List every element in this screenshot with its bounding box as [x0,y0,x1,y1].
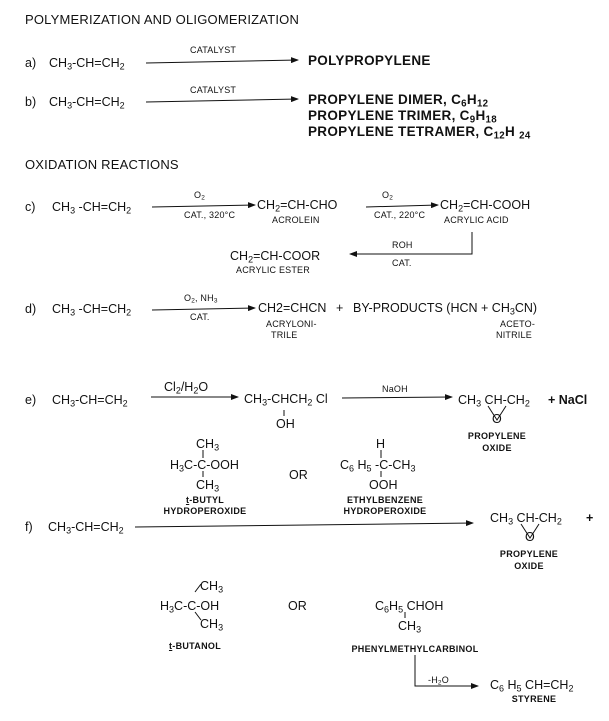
section-oxidation: OXIDATION REACTIONS [25,157,179,172]
acrylonitrile-name-2: TRILE [271,330,298,340]
arrow-c1 [151,202,256,209]
tbhp-bottom: CH3 [196,478,220,494]
label-d: d) [25,302,37,316]
epoxide-e: CH3 CH-CH2 [458,393,530,409]
bond-tbuoh-top [194,583,202,593]
o2-c1: O2 [194,190,206,202]
ebhp-name-2: HYDROPEROXIDE [343,506,427,516]
tbhp-mid: H3C-C-OOH [170,458,239,474]
acrolein-name: ACROLEIN [272,215,320,225]
epoxide-e-oxygen: O [492,412,502,426]
tbuoh-mid: H3C-C-OH [160,599,220,615]
propylene-d: CH3 -CH=CH2 [52,302,132,318]
roh-c3: ROH [392,240,413,250]
arrow-f [134,520,474,528]
propylene-dimer: PROPYLENE DIMER, C6H12 [308,92,489,110]
ebhp-bottom: OOH [369,478,398,492]
arrow-a [145,57,299,64]
label-e: e) [25,393,37,407]
cat-c2: CAT., 220°C [374,210,426,220]
styrene-name: STYRENE [511,694,557,704]
label-c: c) [25,200,36,214]
acrylic-ester-name: ACRYLIC ESTER [236,265,310,275]
acrylonitrile: CH2=CHCN [258,301,327,315]
cat-c3: CAT. [392,258,412,268]
plus-f: + [586,511,594,525]
acrylic-acid-name: ACRYLIC ACID [444,215,509,225]
epoxide-ring-f [520,523,540,539]
acrylic-acid: CH2=CH-COOH [440,198,531,214]
ebhp-mid: C6 H5 -C-CH3 [340,458,416,474]
aceto-name-1: ACETO- [500,319,536,329]
propylene-a: CH3-CH=CH2 [49,56,125,72]
byproducts-d: BY-PRODUCTS (HCN + CH3CN) [353,301,538,317]
cat-d: CAT. [190,312,210,322]
polypropylene: POLYPROPYLENE [308,53,431,68]
tbuoh-bottom: CH3 [200,617,224,633]
chlorohydrin-oh: OH [276,417,295,431]
label-a: a) [25,56,37,70]
propylene-f: CH3-CH=CH2 [48,520,124,536]
propylene-c: CH3 -CH=CH2 [52,200,132,216]
tbuoh-name: t-BUTANOL [168,641,222,651]
propylene-b: CH3-CH=CH2 [49,95,125,111]
epoxide-f: CH3 CH-CH2 [490,511,562,527]
label-f: f) [25,520,33,534]
propylene-oxide-e-2: OXIDE [482,443,512,453]
tbhp-name-1: t-BUTYL [185,495,225,505]
plus-nacl: + NaCl [548,393,588,407]
styrene: C6 H5 CH=CH2 [490,678,574,694]
o2-c2: O2 [382,190,394,202]
pmc-name: PHENYLMETHYLCARBINOL [351,644,479,654]
acrolein: CH2=CH-CHO [257,198,338,214]
propylene-oxide-e-1: PROPYLENE [467,431,527,441]
tbuoh-top: CH3 [200,579,224,595]
arrow-b [145,96,299,103]
arrow-c3 [349,232,473,257]
reagent-e: Cl2/H2O [164,380,209,396]
or-1: OR [289,468,308,482]
label-b: b) [25,95,37,109]
pmc-bottom: CH3 [398,619,422,635]
pmc-mid: C6H5 CHOH [375,599,444,615]
arrow-styrene [414,655,479,689]
reagents-d: O2, NH3 [184,293,218,305]
water-loss: -H2O [428,675,449,687]
propylene-tetramer: PROPYLENE TETRAMER, C12H 24 [308,124,531,142]
aceto-name-2: NITRILE [496,330,532,340]
ebhp-top: H [376,437,386,451]
propylene-e: CH3-CH=CH2 [52,393,128,409]
acrylic-ester: CH2=CH-COOR [230,249,321,265]
ebhp-name-1: ETHYLBENZENE [346,495,424,505]
arrow-c2 [365,202,439,209]
section-polymerization: POLYMERIZATION AND OLIGOMERIZATION [25,12,300,27]
acrylonitrile-name-1: ACRYLONI- [266,319,317,329]
epoxide-f-oxygen: O [525,530,535,544]
catalyst-b: CATALYST [190,85,237,95]
tbhp-top: CH3 [196,437,220,453]
arrow-e2 [341,394,453,401]
propylene-oxide-f-2: OXIDE [514,561,544,571]
propylene-trimer: PROPYLENE TRIMER, C9H18 [308,108,497,126]
chlorohydrin: CH3-CHCH2 Cl [244,392,328,408]
tbhp-name-2: HYDROPEROXIDE [163,506,247,516]
propylene-oxide-f-1: PROPYLENE [499,549,559,559]
or-2: OR [288,599,307,613]
bond-tbuoh-bottom [194,611,202,621]
naoh-e: NaOH [382,384,408,394]
arrow-d [151,305,256,312]
cat-c1: CAT., 320°C [184,210,236,220]
catalyst-a: CATALYST [190,45,237,55]
plus-d: + [336,301,344,315]
epoxide-ring-e [487,405,507,421]
